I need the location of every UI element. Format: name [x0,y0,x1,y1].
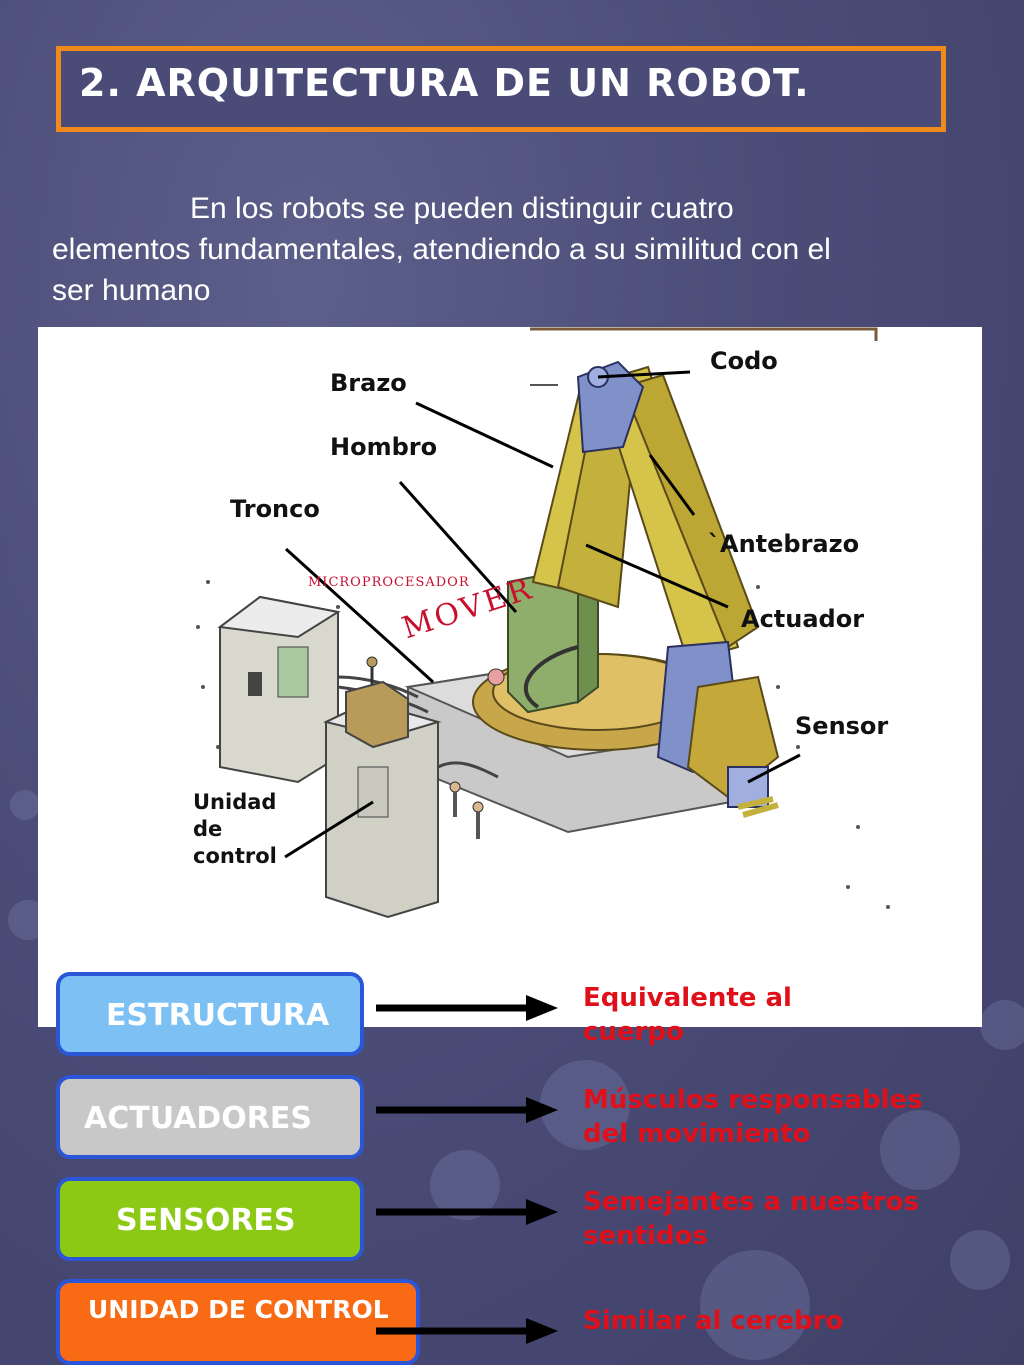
robot-illustration [196,327,890,919]
label-microprocesador: MICROPROCESADOR [308,575,470,590]
intro-line-3: ser humano [52,274,211,307]
label-tronco: Tronco [230,495,320,523]
robot-diagram-panel: Codo Brazo Hombro Tronco `Antebrazo Actu… [38,327,982,1027]
pill-actuadores: ACTUADORES [56,1075,364,1159]
label-sensor: Sensor [795,712,889,740]
arrow-right-icon [376,1318,558,1344]
arrow-right-icon [376,995,558,1021]
label-actuador: Actuador [741,605,865,633]
label-brazo: Brazo [330,369,407,397]
desc-estructura: Equivalente al cuerpo [583,983,792,1047]
pill-unidad-de-control: UNIDAD DE CONTROL [56,1279,420,1365]
page-title: 2. ARQUITECTURA DE UN ROBOT. [79,61,810,105]
label-codo: Codo [710,347,778,375]
intro-line-1: En los robots se pueden distinguir cuatr… [190,192,734,225]
label-unidad-de-control: Unidad de control [193,790,277,868]
intro-line-2: elementos fundamentales, atendiendo a su… [52,233,831,266]
desc-actuadores: Músculos responsables del movimiento [583,1085,923,1149]
arrow-right-icon [376,1097,558,1123]
intro-text: En los robots se pueden distinguir cuatr… [52,188,952,311]
arrow-right-icon [376,1199,558,1225]
title-box: 2. ARQUITECTURA DE UN ROBOT. [56,46,946,132]
label-hombro: Hombro [330,433,438,461]
label-antebrazo: `Antebrazo [708,530,860,558]
desc-unidad-de-control: Similar al cerebro [583,1306,844,1336]
pill-estructura: ESTRUCTURA [56,972,364,1056]
pill-sensores: SENSORES [56,1177,364,1261]
desc-sensores: Semejantes a nuestros sentidos [583,1187,919,1251]
